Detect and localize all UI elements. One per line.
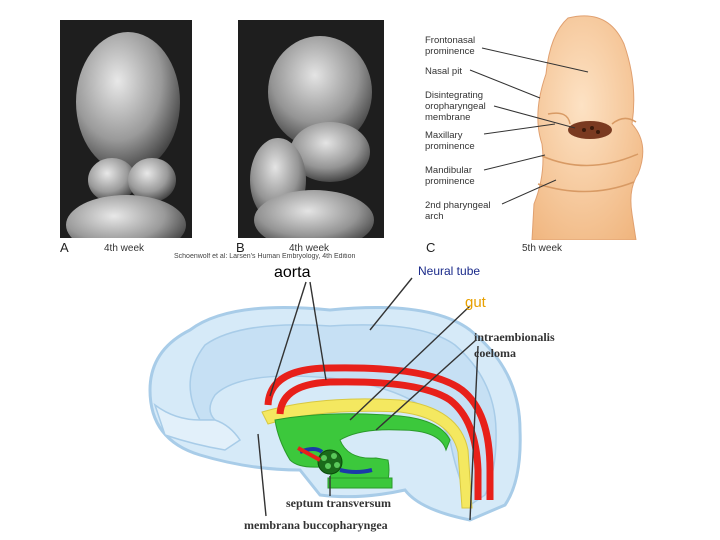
callout-frontonasal: Frontonasal prominence bbox=[425, 35, 476, 57]
sem-image-b bbox=[238, 20, 384, 238]
label-neural-tube: Neural tube bbox=[418, 264, 481, 278]
label-gut: gut bbox=[465, 294, 486, 311]
heart-shape bbox=[317, 449, 343, 475]
callout-lines bbox=[469, 47, 589, 205]
image-credit: Schoenwolf et al: Larsen's Human Embryol… bbox=[174, 253, 356, 260]
week-label-b: 4th week bbox=[289, 243, 330, 254]
panel-letter-b: B bbox=[236, 240, 245, 255]
callout-2nd-arch: 2nd pharyngeal arch bbox=[425, 200, 491, 222]
panel-letter-c: C bbox=[426, 240, 436, 255]
week-label-c: 5th week bbox=[522, 243, 563, 254]
label-coelom-1: intraembionalis bbox=[474, 330, 555, 344]
label-aorta: aorta bbox=[274, 264, 311, 281]
label-coelom-2: coeloma bbox=[474, 346, 516, 360]
label-membrana-buccopharyngea: membrana buccopharyngea bbox=[244, 518, 388, 532]
label-septum-transversum: septum transversum bbox=[286, 496, 391, 510]
aorta-inner bbox=[276, 378, 482, 500]
callout-mandibular: Mandibular prominence bbox=[425, 165, 475, 187]
callout-nasal-pit: Nasal pit bbox=[425, 66, 462, 77]
sagittal-embryo-diagram bbox=[148, 277, 522, 522]
sem-image-a bbox=[60, 20, 192, 238]
aorta-outer bbox=[264, 364, 494, 500]
callout-maxillary: Maxillary prominence bbox=[425, 130, 475, 152]
panel-letter-a: A bbox=[60, 240, 69, 255]
embryo-illustration-c bbox=[528, 14, 656, 241]
week-label-a: 4th week bbox=[104, 243, 145, 254]
callout-oropharyngeal: Disintegrating oropharyngeal membrane bbox=[425, 90, 486, 123]
